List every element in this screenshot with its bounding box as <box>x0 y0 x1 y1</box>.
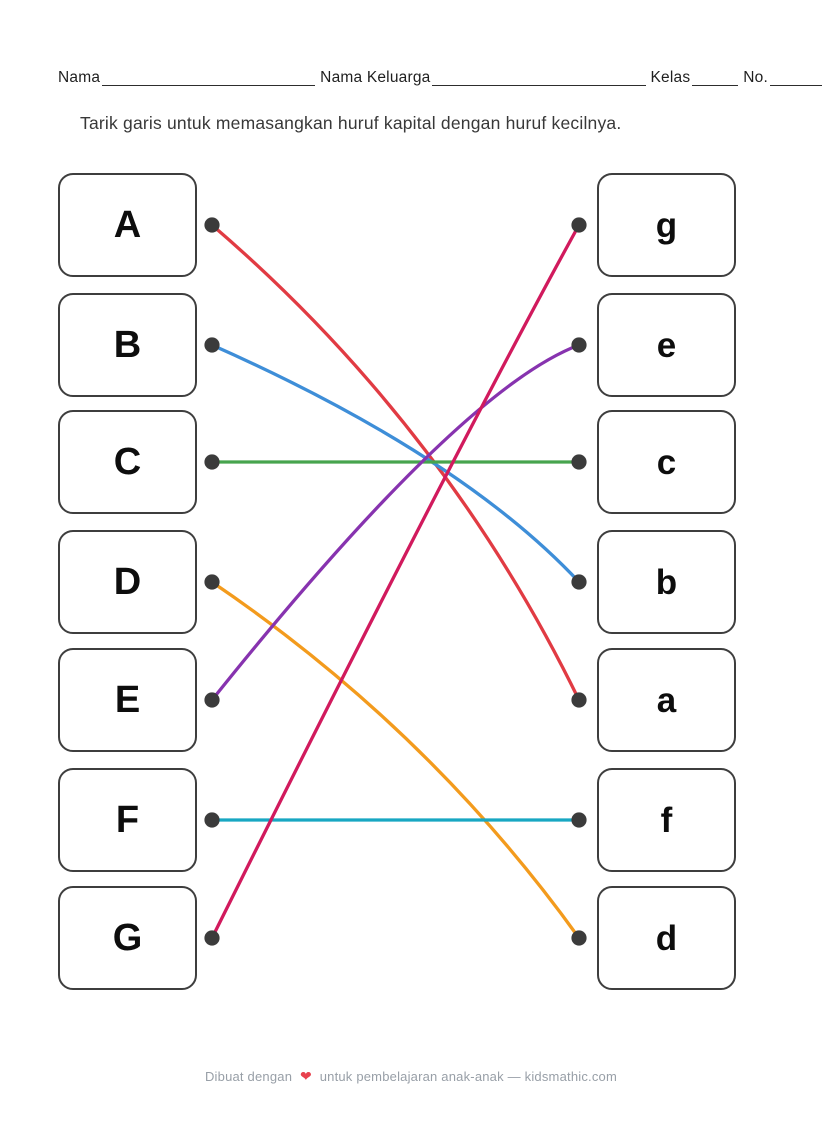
letter-label-C: C <box>113 441 142 483</box>
letter-label-G: G <box>112 917 143 959</box>
letter-label-B: B <box>113 324 142 366</box>
letter-label-A: A <box>113 204 142 246</box>
letter-box-A: A <box>58 173 197 277</box>
connector-dot-left-F[interactable] <box>204 812 220 828</box>
connector-dot-right-d[interactable] <box>571 930 587 946</box>
letter-box-D: D <box>58 530 197 634</box>
footer-text-before: Dibuat dengan <box>204 1069 293 1084</box>
footer-credit: Dibuat dengan ❤ untuk pembelajaran anak-… <box>0 1068 822 1085</box>
letter-box-d: d <box>597 886 736 990</box>
letter-box-e: e <box>597 293 736 397</box>
letter-label-D: D <box>113 561 142 603</box>
class-field-label: Kelas <box>650 69 691 86</box>
letter-label-c: c <box>656 442 677 482</box>
letter-label-g: g <box>655 205 678 245</box>
connector-dot-left-B[interactable] <box>204 337 220 353</box>
letter-box-a: a <box>597 648 736 752</box>
instruction-text: Tarik garis untuk memasangkan huruf kapi… <box>80 113 622 133</box>
letter-box-C: C <box>58 410 197 514</box>
connection-line-E-e <box>210 343 581 702</box>
connection-line-A-a <box>210 223 581 702</box>
letter-label-e: e <box>656 325 677 365</box>
connection-line-D-d <box>210 580 581 940</box>
connector-dot-right-f[interactable] <box>571 812 587 828</box>
connector-dot-right-c[interactable] <box>571 454 587 470</box>
connector-dot-left-C[interactable] <box>204 454 220 470</box>
number-field-line <box>770 76 822 86</box>
letter-box-E: E <box>58 648 197 752</box>
letter-label-F: F <box>115 799 140 841</box>
letter-label-d: d <box>655 918 678 958</box>
connector-dot-right-e[interactable] <box>571 337 587 353</box>
connector-dot-right-g[interactable] <box>571 217 587 233</box>
footer-text-after: untuk pembelajaran anak-anak — kidsmathi… <box>319 1069 618 1084</box>
connection-line-G-g <box>210 223 581 940</box>
connector-dot-right-b[interactable] <box>571 574 587 590</box>
letter-box-G: G <box>58 886 197 990</box>
letter-box-b: b <box>597 530 736 634</box>
letter-box-c: c <box>597 410 736 514</box>
family-name-field-line <box>432 76 646 86</box>
class-field-line <box>692 76 739 86</box>
connection-line-B-b <box>210 343 581 584</box>
connector-dot-right-a[interactable] <box>571 692 587 708</box>
letter-box-f: f <box>597 768 736 872</box>
name-field-line <box>102 76 316 86</box>
letter-label-f: f <box>660 800 673 840</box>
family-name-field-label: Nama Keluarga <box>320 69 431 86</box>
name-field-label: Nama <box>58 69 101 86</box>
letter-label-b: b <box>655 562 678 602</box>
number-field-label: No. <box>743 69 769 86</box>
worksheet-header: Nama Nama Keluarga Kelas No. <box>58 62 822 88</box>
connector-dot-left-A[interactable] <box>204 217 220 233</box>
heart-icon: ❤ <box>299 1068 312 1084</box>
letter-box-B: B <box>58 293 197 397</box>
letter-label-E: E <box>114 679 141 721</box>
connector-dot-left-D[interactable] <box>204 574 220 590</box>
letter-box-g: g <box>597 173 736 277</box>
letter-box-F: F <box>58 768 197 872</box>
connector-dot-left-G[interactable] <box>204 930 220 946</box>
connector-dot-left-E[interactable] <box>204 692 220 708</box>
letter-label-a: a <box>656 680 677 720</box>
